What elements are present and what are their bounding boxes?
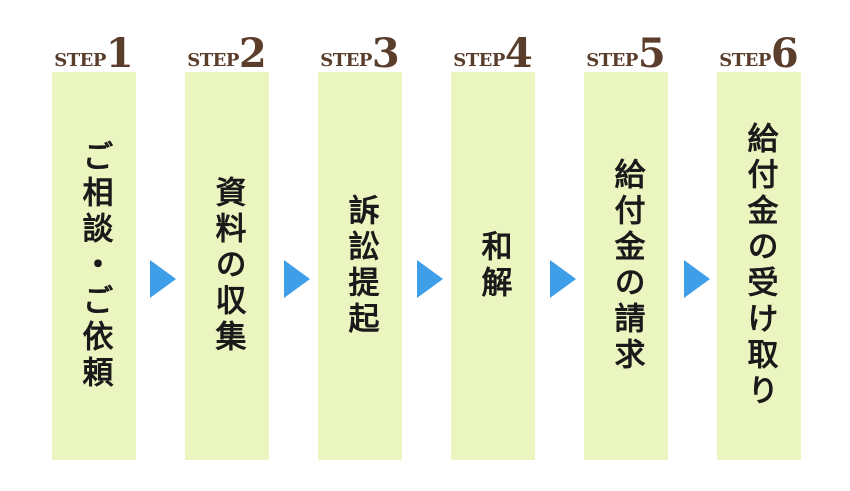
step-word: STEP <box>453 50 505 71</box>
step-box: 資料の収集 <box>185 72 269 460</box>
arrow-right-icon <box>684 260 710 298</box>
step-number: 2 <box>238 30 267 77</box>
step-word: STEP <box>586 50 638 71</box>
step-word: STEP <box>187 50 239 71</box>
step-number: 4 <box>504 30 533 77</box>
step-text: 資料の収集 <box>209 176 246 356</box>
step-text: 給付金の受け取り <box>741 122 778 410</box>
step-word: STEP <box>320 50 372 71</box>
arrow-right-icon <box>284 260 310 298</box>
step-text: 給付金の請求 <box>608 158 645 374</box>
arrow-right-icon <box>550 260 576 298</box>
step-number: 3 <box>371 30 400 77</box>
arrow-right-icon <box>150 260 176 298</box>
step-text: 和解 <box>475 230 512 302</box>
step-word: STEP <box>54 50 106 71</box>
step-word: STEP <box>719 50 771 71</box>
step-text: 訴訟提起 <box>342 194 379 338</box>
arrow-right-icon <box>417 260 443 298</box>
step-box: 給付金の請求 <box>584 72 668 460</box>
step-box: 給付金の受け取り <box>717 72 801 460</box>
step-number: 1 <box>105 30 134 77</box>
step-number: 6 <box>770 30 799 77</box>
step-box: ご相談・ご依頼 <box>52 72 136 460</box>
step-text: ご相談・ご依頼 <box>76 140 113 392</box>
step-box: 和解 <box>451 72 535 460</box>
step-box: 訴訟提起 <box>318 72 402 460</box>
step-number: 5 <box>637 30 666 77</box>
